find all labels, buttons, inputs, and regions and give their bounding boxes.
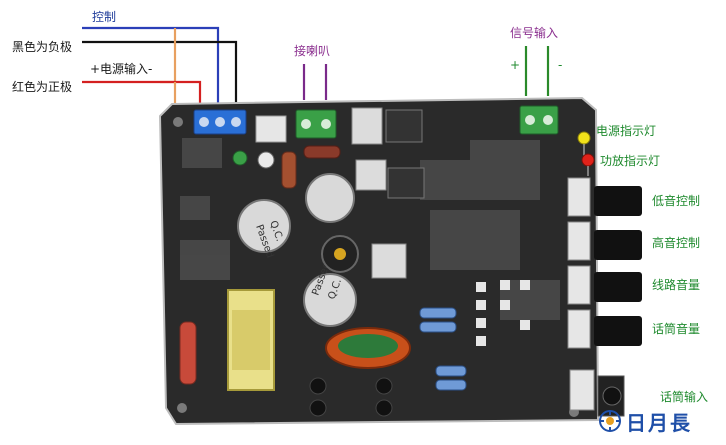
signal-input-label: 信号输入	[510, 26, 559, 40]
red-positive-wire	[82, 80, 202, 112]
logo: 日月長	[598, 408, 692, 435]
capacitor-1: Passed Q.C.	[237, 199, 291, 260]
left-wires	[82, 26, 238, 112]
signal-terminal	[519, 105, 559, 135]
power-led-label: 电源指示灯	[596, 124, 657, 138]
control-wire	[82, 26, 220, 112]
red-positive-label: 红色为正极	[12, 80, 73, 94]
black-negative-wire	[82, 40, 238, 112]
black-negative-label: 黑色为负极	[12, 40, 73, 54]
speaker-label: 接喇叭	[294, 44, 331, 58]
control-label: 控制	[92, 10, 117, 24]
mic-volume-label: 话筒音量	[652, 322, 701, 336]
capacitor-2	[305, 173, 355, 223]
logo-mark-icon	[599, 410, 621, 432]
knob-shafts	[594, 186, 642, 346]
signal-plus-label: +	[510, 58, 521, 72]
line-volume-label: 线路音量	[652, 278, 701, 292]
orange-wire	[160, 28, 177, 84]
power-input-label: +电源输入-	[90, 62, 153, 76]
amp-led	[581, 153, 595, 176]
logo-text: 日月長	[626, 410, 692, 435]
speaker-wires	[302, 64, 328, 100]
power-led	[577, 131, 591, 156]
toroid-inductor	[325, 327, 411, 369]
signal-wires	[524, 46, 550, 96]
signal-minus-label: -	[558, 58, 563, 72]
treble-label: 高音控制	[652, 236, 701, 250]
pcb-board: Passed Q.C. Passed Q.C.	[158, 96, 600, 426]
mic-jack	[597, 375, 625, 417]
bass-label: 低音控制	[652, 194, 701, 208]
amp-led-label: 功放指示灯	[600, 154, 661, 168]
speaker-terminal	[295, 109, 337, 139]
mic-input-label: 话筒输入	[660, 390, 709, 404]
